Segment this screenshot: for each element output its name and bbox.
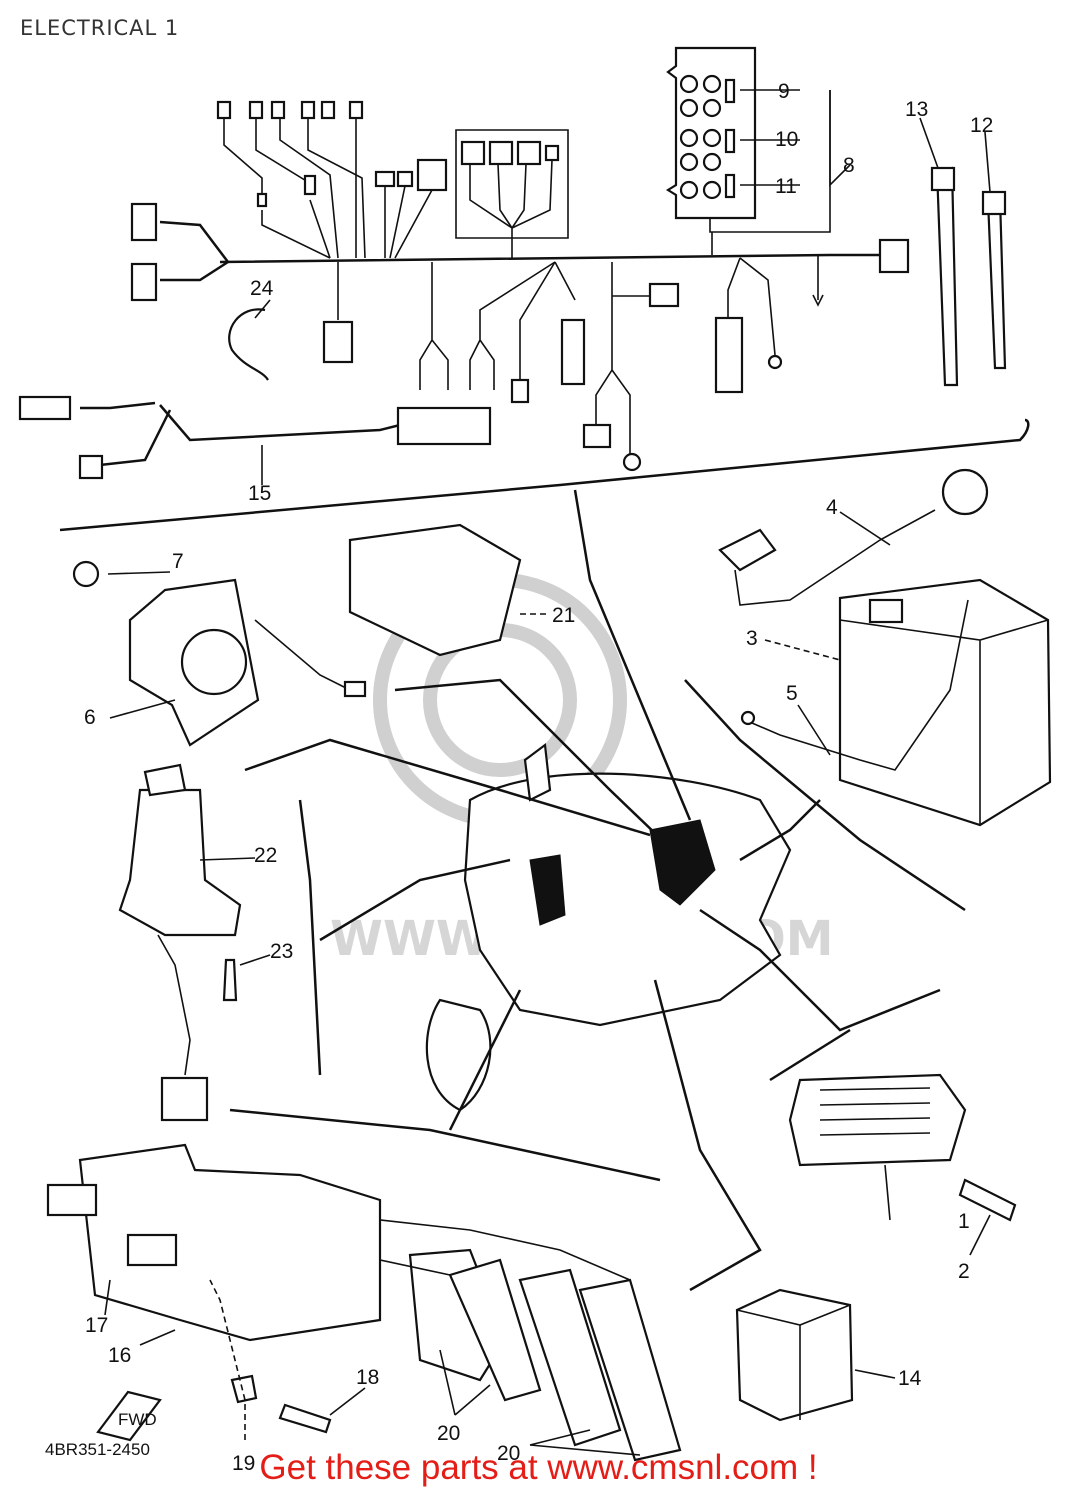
- callout-9: 9: [778, 80, 790, 103]
- callout-7: 7: [172, 550, 184, 573]
- callout-17: 17: [85, 1314, 108, 1337]
- callout-20a: 20: [437, 1422, 460, 1445]
- fwd-label: FWD: [118, 1410, 157, 1429]
- callout-15: 15: [248, 482, 271, 505]
- drawing-code: 4BR351-2450: [45, 1440, 150, 1459]
- callout-14: 14: [898, 1367, 922, 1390]
- wire-harness: [18, 46, 1030, 532]
- callout-11: 11: [775, 175, 797, 198]
- callout-23: 23: [270, 940, 293, 963]
- diagram-title: ELECTRICAL 1: [20, 16, 180, 40]
- callout-1: 1: [958, 1210, 970, 1233]
- callout-21: 21: [552, 604, 575, 627]
- footer-link[interactable]: Get these parts at www.cmsnl.com !: [259, 1448, 818, 1487]
- callout-5: 5: [786, 682, 798, 705]
- callout-18: 18: [356, 1366, 379, 1389]
- callout-8: 8: [843, 154, 855, 177]
- callout-12: 12: [970, 114, 993, 137]
- callout-4: 4: [826, 496, 838, 519]
- callout-16: 16: [108, 1344, 131, 1367]
- parts-mid: FWD: [46, 468, 1052, 1462]
- callout-13: 13: [905, 98, 928, 121]
- callout-22: 22: [254, 844, 277, 867]
- callout-10: 10: [775, 128, 798, 151]
- callout-24: 24: [250, 277, 274, 300]
- callout-20b: 20: [497, 1442, 520, 1465]
- callout-19: 19: [232, 1452, 255, 1475]
- callout-6: 6: [84, 706, 96, 729]
- callout-2: 2: [958, 1260, 970, 1283]
- callout-3: 3: [746, 627, 758, 650]
- callout-leaders: [104, 89, 991, 1456]
